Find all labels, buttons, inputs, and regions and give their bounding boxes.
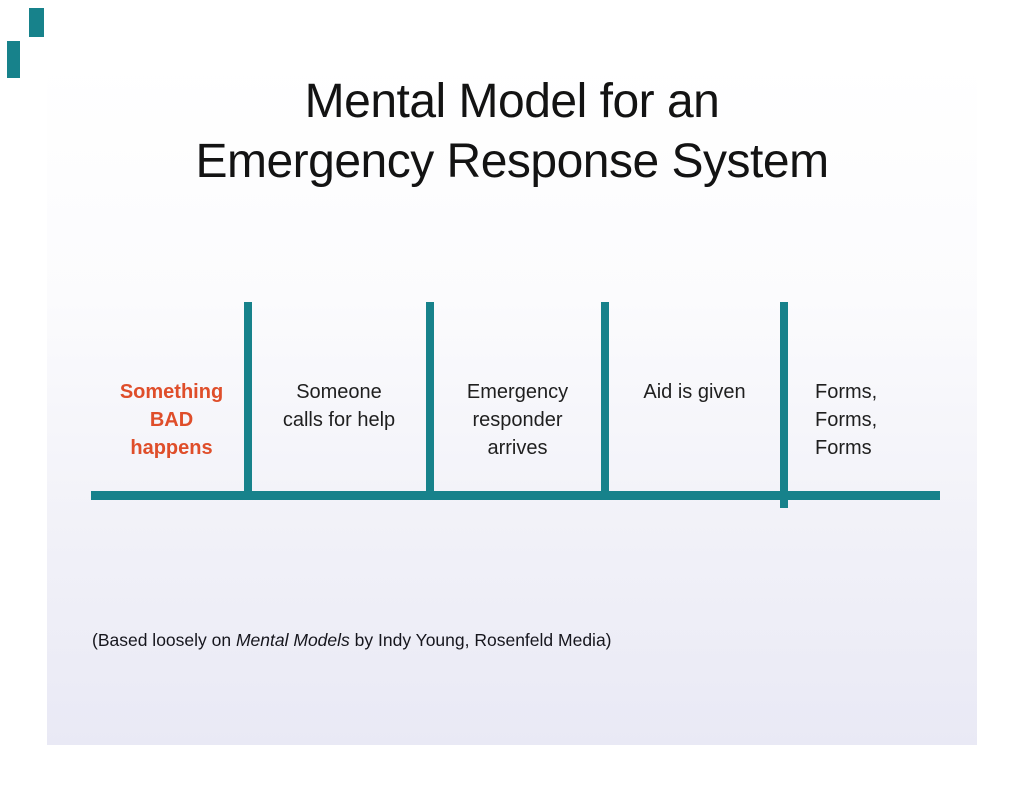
stage-label-forms-forms-forms: Forms, Forms, Forms — [815, 381, 878, 459]
stage-label-someone-calls-for-help: Someone calls for help — [282, 381, 396, 431]
attribution-suffix: by Indy Young, Rosenfeld Media) — [349, 630, 612, 650]
stage-label-emergency-responder-arrives: Emergency responder arrives — [466, 381, 569, 459]
timeline-divider-3 — [601, 302, 609, 500]
slide-title-line1: Mental Model for an — [304, 75, 720, 128]
corner-accent-bar-left — [7, 41, 20, 78]
stage-label-something-bad-happens: Something BAD happens — [119, 381, 224, 459]
timeline-divider-1 — [244, 302, 252, 500]
attribution-note: (Based loosely on Mental Models by Indy … — [92, 628, 612, 652]
slide-title-line2: Emergency Response System — [195, 135, 829, 188]
timeline-rail — [91, 491, 940, 500]
timeline-divider-4 — [780, 302, 788, 508]
timeline-divider-2 — [426, 302, 434, 500]
stage-label-aid-is-given: Aid is given — [643, 381, 746, 403]
corner-accent-bar-top — [29, 8, 44, 37]
slide-surface — [47, 60, 977, 745]
attribution-prefix: (Based loosely on — [92, 630, 236, 650]
slide-title: Mental Model for an Emergency Response S… — [47, 72, 977, 192]
attribution-book-title: Mental Models — [235, 630, 350, 650]
